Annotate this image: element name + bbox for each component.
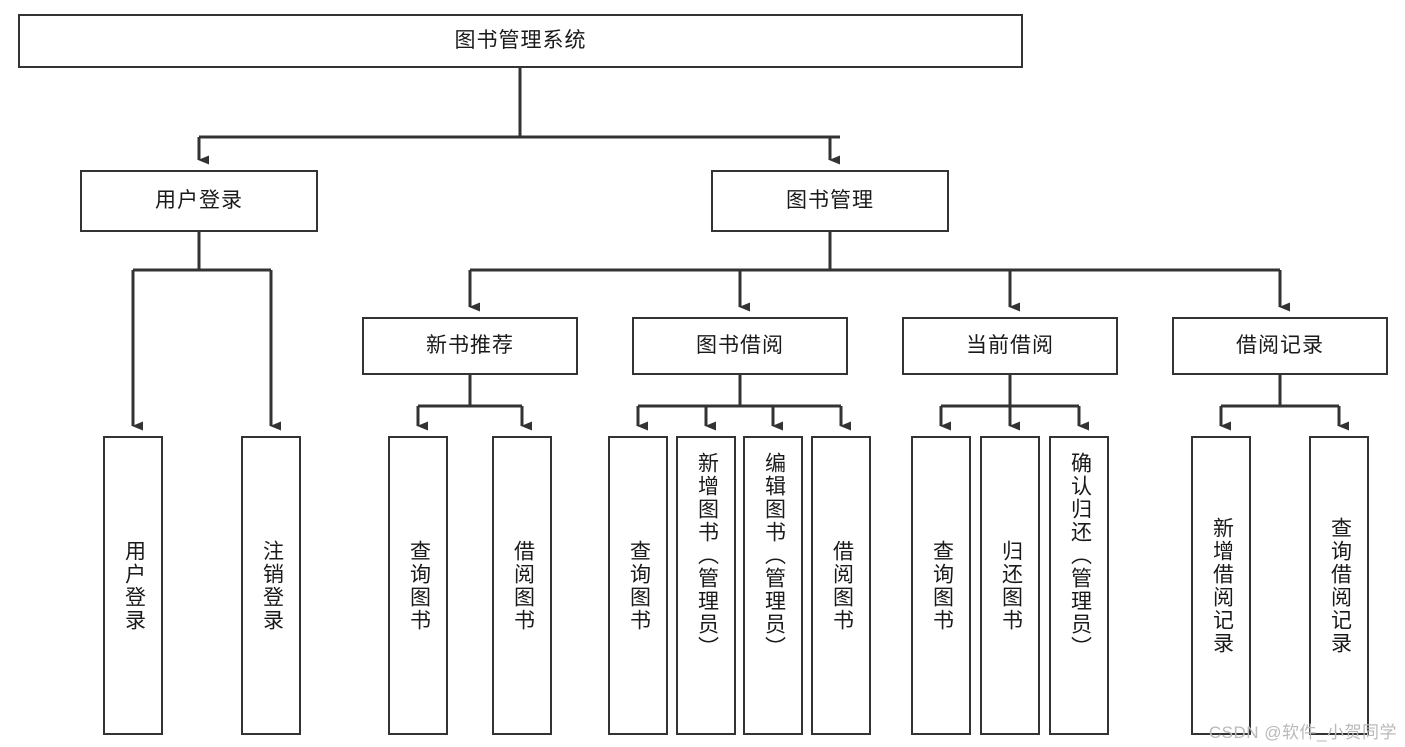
node-leaf-query-book-3[interactable]: 查询图书 <box>911 436 971 735</box>
csdn-watermark: CSDN @软件_小贺同学 <box>1208 723 1397 742</box>
node-leaf-user-login[interactable]: 用户登录 <box>103 436 163 735</box>
node-leaf-confirm-return-label: 确认归还（管理员） <box>1068 452 1092 659</box>
node-leaf-borrow-book-1[interactable]: 借阅图书 <box>492 436 552 735</box>
node-leaf-query-book-1[interactable]: 查询图书 <box>388 436 448 735</box>
node-root-label: 图书管理系统 <box>454 29 587 53</box>
node-leaf-edit-book[interactable]: 编辑图书（管理员） <box>743 436 803 735</box>
node-leaf-add-record-label: 新增借阅记录 <box>1210 516 1234 655</box>
node-book-manage-label: 图书管理 <box>786 189 874 213</box>
node-leaf-borrow-book-2[interactable]: 借阅图书 <box>811 436 871 735</box>
node-book-borrow[interactable]: 图书借阅 <box>632 317 848 375</box>
node-borrow-record[interactable]: 借阅记录 <box>1172 317 1388 375</box>
node-new-book-recommend[interactable]: 新书推荐 <box>362 317 578 375</box>
node-leaf-borrow-book-2-label: 借阅图书 <box>830 539 854 632</box>
node-leaf-query-book-2-label: 查询图书 <box>627 539 651 632</box>
node-leaf-add-book-label: 新增图书（管理员） <box>695 452 719 659</box>
node-leaf-add-book[interactable]: 新增图书（管理员） <box>676 436 736 735</box>
node-current-borrow-label: 当前借阅 <box>966 334 1054 358</box>
node-leaf-query-book-2[interactable]: 查询图书 <box>608 436 668 735</box>
node-borrow-record-label: 借阅记录 <box>1236 334 1324 358</box>
node-leaf-user-logout[interactable]: 注销登录 <box>241 436 301 735</box>
node-leaf-query-book-3-label: 查询图书 <box>930 539 954 632</box>
node-leaf-confirm-return[interactable]: 确认归还（管理员） <box>1049 436 1109 735</box>
node-leaf-query-record-label: 查询借阅记录 <box>1328 516 1352 655</box>
node-user-login-label: 用户登录 <box>155 189 243 213</box>
node-new-book-recommend-label: 新书推荐 <box>426 334 514 358</box>
node-leaf-return-book[interactable]: 归还图书 <box>980 436 1040 735</box>
node-leaf-return-book-label: 归还图书 <box>999 539 1023 632</box>
node-leaf-query-record[interactable]: 查询借阅记录 <box>1309 436 1369 735</box>
node-leaf-add-record[interactable]: 新增借阅记录 <box>1191 436 1251 735</box>
node-leaf-borrow-book-1-label: 借阅图书 <box>511 539 535 632</box>
node-book-manage[interactable]: 图书管理 <box>711 170 949 232</box>
node-current-borrow[interactable]: 当前借阅 <box>902 317 1118 375</box>
node-root[interactable]: 图书管理系统 <box>18 14 1023 68</box>
node-book-borrow-label: 图书借阅 <box>696 334 784 358</box>
node-leaf-user-logout-label: 注销登录 <box>260 539 284 632</box>
node-leaf-user-login-label: 用户登录 <box>122 539 146 632</box>
node-leaf-edit-book-label: 编辑图书（管理员） <box>762 452 786 659</box>
node-leaf-query-book-1-label: 查询图书 <box>407 539 431 632</box>
node-user-login[interactable]: 用户登录 <box>80 170 318 232</box>
